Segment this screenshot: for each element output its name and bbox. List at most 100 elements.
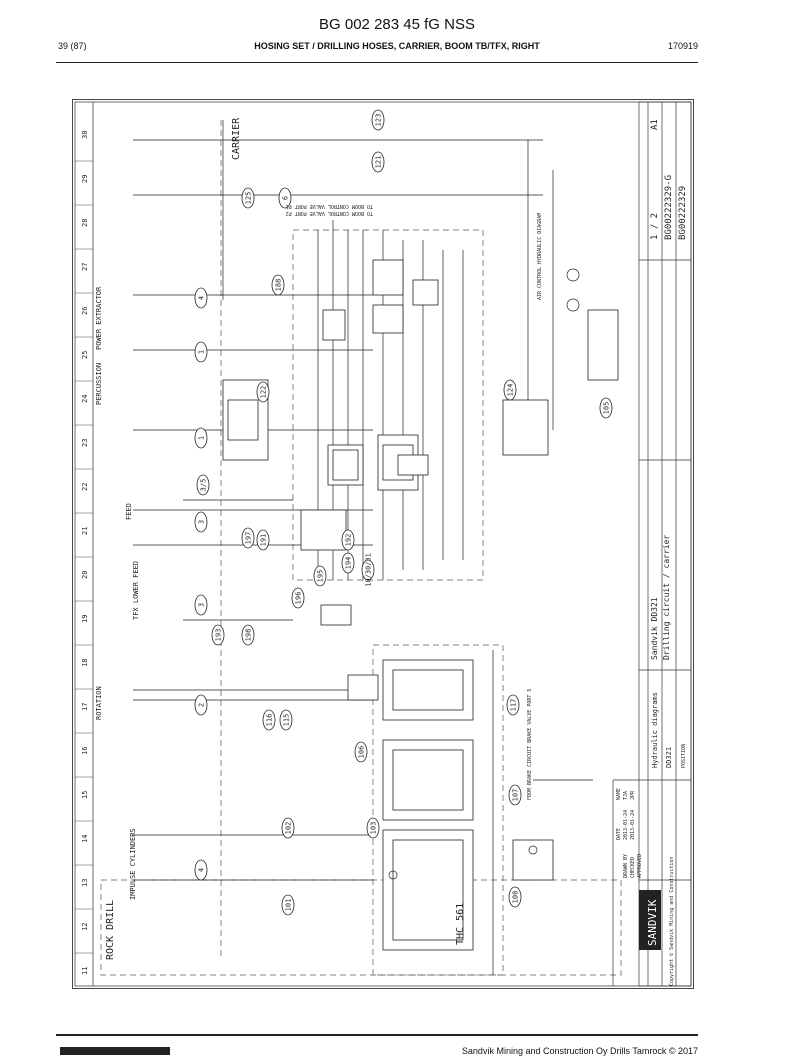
hose-number: 125 [245, 192, 253, 205]
drawn-name: TJA [623, 791, 629, 800]
column-number: 17 [81, 703, 89, 711]
hose-callout [256, 529, 270, 551]
column-number: 20 [81, 571, 89, 579]
hose-callout [278, 187, 292, 209]
hose-callout [256, 381, 270, 403]
hose-callout [194, 427, 208, 449]
hose-number: 107 [512, 789, 520, 802]
hose-callout [241, 187, 255, 209]
hose-callout [341, 529, 355, 551]
name-label: NAME [616, 788, 622, 800]
hose-callout [354, 741, 368, 763]
page-number: 39 (87) [58, 41, 87, 51]
hose-number: 4 [198, 296, 206, 300]
hose-number: 4 [198, 868, 206, 872]
hose-callout [194, 594, 208, 616]
hose-callout [241, 527, 255, 549]
hose-number: 2 [198, 703, 206, 707]
hose-callout [371, 109, 385, 131]
footer-rule [56, 1034, 698, 1036]
hose-callout [313, 565, 327, 587]
column-number: 27 [81, 263, 89, 271]
hose-callout [194, 341, 208, 363]
hose-number: 115 [283, 714, 291, 727]
hose-callout [194, 287, 208, 309]
revision-date: 170919 [667, 41, 698, 51]
hose-number: 123 [375, 114, 383, 127]
drawn-date: 2013-01-24 [623, 810, 629, 840]
page-title: HOSING SET / DRILLING HOSES, CARRIER, BO… [254, 41, 540, 51]
hose-callout [291, 587, 305, 609]
column-number: 13 [81, 879, 89, 887]
model: DD321 [665, 747, 673, 768]
id-code: BG00222329 [678, 186, 688, 240]
hose-callout [279, 709, 293, 731]
hose-callout [211, 624, 225, 646]
hose-number: 194 [345, 557, 353, 570]
hose-callout [281, 894, 295, 916]
hose-number: 193 [215, 629, 223, 642]
rotation-label: ROTATION [95, 686, 103, 720]
column-number: 25 [81, 351, 89, 359]
control-panel-area [292, 229, 484, 581]
percussion-label: PERCUSSION [95, 363, 103, 405]
hose-callout [281, 817, 295, 839]
hose-number: 101 [285, 899, 293, 912]
thc-area [372, 644, 504, 976]
approved-label: APPROVED [637, 854, 643, 878]
company-logo: SANDVIK [646, 899, 659, 946]
hose-callout [241, 624, 255, 646]
air-control-note: AIR CONTROL HYDRAULIC DIAGRAM [537, 213, 543, 300]
hose-callout [371, 151, 385, 173]
hose-number: 188 [275, 279, 283, 292]
hose-number: 1 [198, 436, 206, 440]
hose-callout [271, 274, 285, 296]
rock-drill-section [100, 879, 622, 976]
column-number: 12 [81, 923, 89, 931]
hose-number: 108 [512, 891, 520, 904]
hose-callout [361, 559, 375, 581]
hose-callout [341, 552, 355, 574]
sheet-number: 1 / 2 [650, 213, 660, 240]
column-number: 15 [81, 791, 89, 799]
hose-number: 3 [198, 603, 206, 607]
hose-number: 121 [375, 156, 383, 169]
checked-date: 2013-01-24 [630, 810, 636, 840]
column-number: 28 [81, 219, 89, 227]
carrier-label: CARRIER [231, 117, 242, 160]
diagram-type: Hydraulic diagrams [651, 692, 659, 768]
boom-control-note-1: TO BOOM CONTROL VALVE PORT P1 [286, 203, 373, 209]
column-number: 23 [81, 439, 89, 447]
hose-number: 122 [260, 386, 268, 399]
column-number: 16 [81, 747, 89, 755]
hose-number: 6 [282, 196, 290, 200]
hose-number: 191 [260, 534, 268, 547]
position-label: POSITION [681, 744, 687, 768]
column-number: 21 [81, 527, 89, 535]
hose-callout [366, 817, 380, 839]
drawn-by-label: DRAWN BY [623, 854, 629, 878]
hose-number: 192 [345, 534, 353, 547]
hose-callout [599, 397, 613, 419]
boom-control-note-2: TO BOOM CONTROL VALVE PORT P2 [286, 210, 373, 216]
hose-number: 102 [285, 822, 293, 835]
hose-number: 124 [507, 384, 515, 397]
hose-number: 1 [198, 350, 206, 354]
header-rule [56, 62, 698, 63]
footer-company: Sandvik Mining and Construction Oy Drill… [461, 1046, 698, 1056]
hose-number: 3/5 [200, 479, 208, 492]
hose-callout [196, 474, 210, 496]
copyright-text: Copyright © Sandvik Mining and Construct… [669, 857, 675, 986]
hose-callout [194, 511, 208, 533]
feed-label: FEED [125, 503, 133, 520]
sheet-size: A1 [650, 119, 660, 130]
hose-number: 103 [370, 822, 378, 835]
hose-callout [506, 694, 520, 716]
hose-number: 106 [358, 746, 366, 759]
hose-callout [262, 709, 276, 731]
hose-callout [503, 379, 517, 401]
hose-number: 196 [295, 592, 303, 605]
hose-callout [508, 784, 522, 806]
column-number: 26 [81, 307, 89, 315]
